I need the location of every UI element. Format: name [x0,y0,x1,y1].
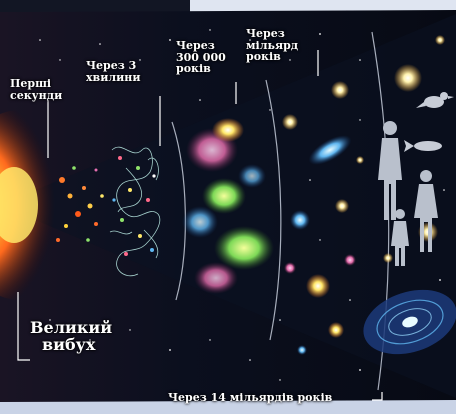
fish-silhouette [404,140,442,152]
label-300k-line1: Через [176,39,215,52]
early-galaxies [282,81,364,355]
big-bang-core [0,167,38,243]
recombination-blobs [182,118,274,294]
label-billion-line2: мільярд [246,38,299,52]
label-big-bang-line2: вибух [42,334,96,354]
bird-silhouette [416,92,454,108]
three-minutes-nuclei [109,146,161,277]
label-300k-line3: років [176,62,211,76]
label-big-bang-line1: Великий [30,318,113,337]
label-first-seconds-line1: Перші [10,77,52,90]
label-billion-line1: Через [246,27,285,40]
label-fourteen-billion: Через 14 мільярдів років [168,391,333,404]
label-billion-line3: років [246,50,281,64]
label-big-bang: Великий вибух [30,318,113,354]
first-seconds-particles [56,166,104,242]
label-first-seconds: Перші секунди [10,78,62,101]
human-figures [378,121,438,266]
background-stars [39,29,445,381]
label-leaders [17,50,383,401]
spiral-galaxy [363,289,456,355]
label-three-minutes-line1: Через 3 [86,59,137,72]
label-billion-years: Через мільярд років [246,28,298,63]
label-three-minutes: Через 3 хвилини [86,60,140,83]
three-minutes-dots [112,156,156,256]
big-bang-blast [0,110,90,300]
label-300k-line2: 300 000 [176,50,226,64]
label-three-minutes-line2: хвилини [86,70,141,84]
label-300k-years: Через 300 000 років [176,40,226,75]
label-first-seconds-line2: секунди [10,88,63,102]
